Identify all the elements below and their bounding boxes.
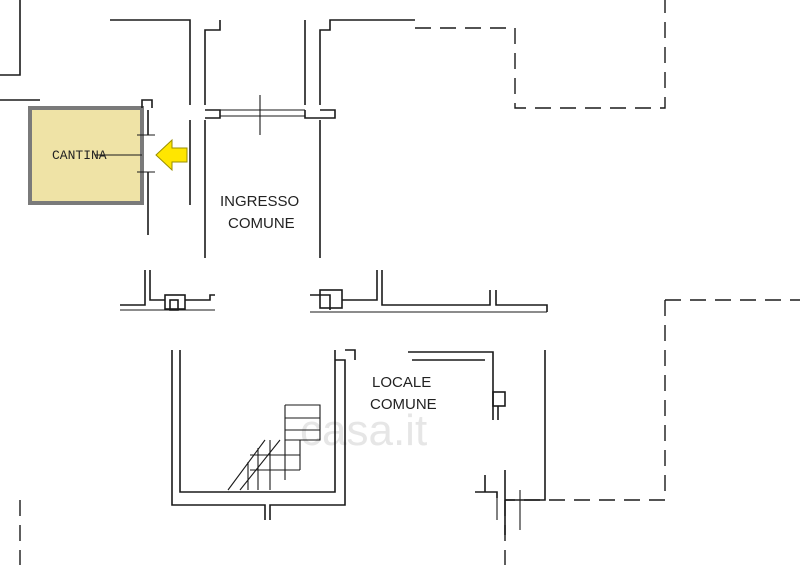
arrow-left-icon — [155, 138, 188, 172]
middle-walls — [120, 270, 548, 313]
ingresso-label-line2: COMUNE — [228, 215, 295, 232]
dashed-boundaries — [19, 299, 800, 565]
locale-label-line2: COMUNE — [370, 396, 437, 413]
cantina-room: CANTINA — [28, 99, 155, 235]
watermark: casa.it — [300, 406, 427, 455]
cantina-label: CANTINA — [52, 148, 107, 163]
lower-walls — [171, 349, 546, 535]
locale-label-line1: LOCALE — [372, 374, 431, 391]
top-walls — [0, 0, 666, 258]
ingresso-label-line1: INGRESSO — [220, 193, 299, 210]
